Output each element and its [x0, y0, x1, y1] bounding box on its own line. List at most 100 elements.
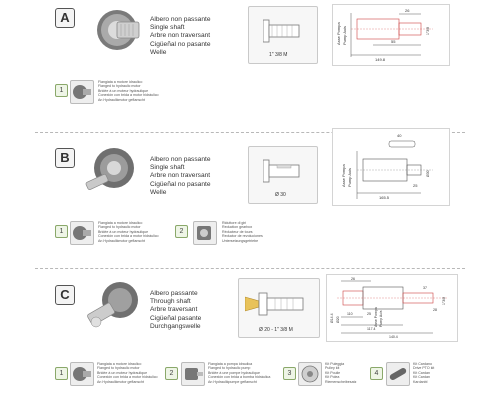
accessory-line: Pulley kit — [325, 366, 340, 371]
dim-label: 37 — [423, 286, 427, 290]
accessory-description: Kit Cardano Drive PTO kit Kit Cardan Kit… — [413, 362, 434, 384]
accessory-line: Flanged to hydraulic motor — [98, 225, 141, 230]
desc-de: Welle — [150, 48, 167, 56]
pump-axis-en-label: Pump Axis — [379, 310, 383, 327]
hydraulic-motor-icon — [73, 367, 91, 381]
dim-label: Ø14.4 — [330, 313, 334, 323]
desc-es: Cigüeñal pasante — [150, 314, 202, 322]
dim-label: 40 — [397, 133, 402, 138]
accessory-line: Riemenscheibesatz — [325, 379, 357, 384]
accessory-line: Kit Cardano — [413, 362, 432, 366]
shaft-description-c: Albero passante Through shaft Arbre trav… — [150, 290, 201, 331]
hydraulic-motor-thumbnail — [70, 221, 94, 245]
accessory-description: Riduttore di giri Reduction gearbox Rédu… — [222, 221, 263, 243]
pump-axis-it-label: Asse Pompa — [374, 307, 378, 327]
dimension-drawing-b: Asse Pompa Pump Axis 40 Ø30 25 165.5 — [332, 128, 450, 206]
shaft-spec-box-b: Ø 30 — [248, 146, 318, 204]
dim-label: 26 — [351, 277, 355, 281]
hydraulic-motor-icon — [73, 226, 91, 240]
accessory-line: Riduttore di giri — [222, 221, 247, 225]
shaft-description-b: Albero non passante Single shaft Arbre n… — [150, 156, 211, 197]
dim-label: 55 — [391, 39, 396, 44]
pulley-kit-thumbnail — [298, 362, 322, 386]
accessory-line: Kit Poulie — [325, 370, 341, 375]
accessory-line: Flangiata a motore idraulico — [97, 362, 142, 366]
accessory-line: Flanged to hydraulic motor — [98, 84, 141, 89]
section-divider — [35, 132, 465, 133]
desc-en: Single shaft — [150, 164, 185, 172]
accessory-line: Bridée à un moteur hydraulique — [98, 88, 149, 93]
accessory-number-badge: 2 — [175, 225, 188, 238]
accessory-line: Flanged to hydraulic pump — [208, 366, 251, 371]
accessory-line: Bridée à un moteur hydraulique — [98, 229, 149, 234]
dim-label: 1"3/8 — [442, 297, 446, 305]
dim-label: 25 — [367, 312, 371, 316]
shaft-spec-box-a: 1" 3/8 M — [248, 6, 318, 64]
accessory-line: An Hydraulikmotor geflanscht — [98, 238, 145, 243]
pump-axis-en-label: Pump Axis — [342, 26, 347, 45]
desc-fr: Arbre non traversant — [150, 32, 211, 40]
desc-fr: Arbre non traversant — [150, 172, 211, 180]
reduction-gearbox-thumbnail — [193, 221, 217, 245]
accessory-line: Kit Puleggia — [325, 362, 345, 366]
shaft-spec-box-c: Ø 20 - 1" 3/8 M — [238, 278, 320, 338]
accessory-description: Flangiata a motore idraulico Flanged to … — [98, 221, 159, 243]
accessory-line: Réducteur de tours — [222, 229, 253, 234]
section-divider — [35, 268, 465, 269]
accessory-line: Bridée à une pompe hydraulique — [208, 370, 260, 375]
accessory-line: Flangiata a motore idraulico — [98, 221, 143, 225]
single-shaft-photo — [85, 148, 134, 190]
accessory-line: Bridée à un moteur hydraulique — [97, 370, 148, 375]
dim-label: 28 — [433, 308, 437, 312]
accessory-number-badge: 2 — [165, 367, 178, 380]
accessory-line: Kit Polea — [325, 375, 340, 380]
dimension-drawing-c: Ø14.4 Ø20 Asse Pompa Pump Axis 26 37 28 … — [326, 274, 458, 342]
cardan-kit-thumbnail — [386, 362, 410, 386]
accessory-number-badge: 1 — [55, 84, 68, 97]
dim-label: 26 — [405, 8, 410, 13]
dimension-drawing-a: Asse Pompa Pump Axis 26 1"3/8 55 149.8 — [332, 4, 450, 66]
accessory-line: Flangiata a pompa idraulica — [208, 362, 253, 366]
dim-label: 25 — [413, 183, 418, 188]
accessory-line: Flanged to hydraulic motor — [97, 366, 140, 371]
accessory-number-badge: 1 — [55, 367, 68, 380]
pump-axis-it-label: Asse Pompa — [336, 22, 341, 45]
desc-es: Cigüeñal no pasante — [150, 180, 211, 188]
dim-label: 1"3/8 — [426, 27, 430, 35]
accessory-line: Conexión con brida a motor hidráulico — [98, 93, 159, 98]
dim-label: 165.5 — [379, 195, 390, 200]
accessory-description: Flangiata a motore idraulico Flanged to … — [98, 80, 159, 102]
accessory-line: Kit Cardan — [413, 370, 430, 375]
desc-fr: Arbre traversant — [150, 306, 198, 314]
accessory-line: Untersetzungsgetriebe — [222, 238, 259, 243]
dim-label: 149.8 — [375, 57, 386, 62]
cardan-shaft-icon — [389, 368, 407, 380]
accessory-line: An Hydraulikmotor geflanscht — [97, 379, 144, 384]
dim-label: 110 — [347, 312, 353, 316]
accessory-line: Kardanbl — [413, 379, 428, 384]
accessory-line: Drive PTO kit — [413, 366, 435, 371]
hydraulic-motor-thumbnail — [70, 80, 94, 104]
through-shaft-photo — [87, 282, 138, 328]
through-shaft-icon — [245, 292, 304, 316]
hydraulic-motor-thumbnail — [70, 362, 94, 386]
desc-en: Single shaft — [150, 24, 185, 32]
hydraulic-pump-thumbnail — [181, 362, 205, 386]
desc-es: Cigüeñal no pasante — [150, 40, 211, 48]
desc-it: Albero non passante — [150, 16, 211, 23]
shaft-spec-label: Ø 30 — [275, 192, 286, 198]
desc-de: Durchgangswelle — [150, 322, 201, 330]
pulley-icon — [301, 365, 319, 383]
desc-it: Albero non passante — [150, 156, 211, 163]
accessory-line: Flangiata a motore idraulico — [98, 80, 143, 84]
accessory-line: Reduction gearbox — [222, 225, 253, 230]
section-badge-b: B — [55, 148, 75, 168]
accessory-description: Kit Puleggia Pulley kit Kit Poulie Kit P… — [325, 362, 356, 384]
accessory-number-badge: 3 — [283, 367, 296, 380]
section-badge-a: A — [55, 8, 75, 28]
accessory-line: An Hydraulikpumpe geflanscht — [208, 379, 257, 384]
plain-shaft-icon — [263, 159, 300, 183]
accessory-line: Kit Cardan — [413, 375, 430, 380]
accessory-description: Flangiata a motore idraulico Flanged to … — [97, 362, 158, 384]
pump-axis-it-label: Asse Pompa — [341, 164, 346, 187]
